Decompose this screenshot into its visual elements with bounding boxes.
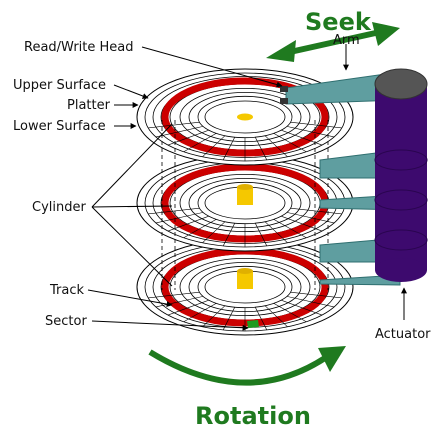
spindle-top — [237, 113, 253, 121]
seek-arrow — [266, 22, 400, 62]
leader-lines — [87, 44, 407, 331]
actuator-body — [374, 68, 428, 282]
spindle — [237, 187, 253, 205]
sector-label: Sector — [45, 314, 87, 329]
rotation-label: Rotation — [195, 402, 311, 430]
track-label: Track — [49, 283, 84, 298]
lower-surface-label: Lower Surface — [13, 119, 106, 134]
seek-label: Seek — [305, 8, 372, 36]
highlighted-sector — [247, 320, 259, 328]
read-write-head — [280, 86, 288, 104]
read-write-head-label: Read/Write Head — [24, 40, 134, 55]
upper-surface-label: Upper Surface — [13, 78, 106, 93]
spindle — [237, 271, 253, 289]
actuator-label: Actuator — [375, 327, 431, 342]
cylinder-label: Cylinder — [32, 200, 86, 215]
arm-label: Arm — [333, 33, 360, 48]
platter-label: Platter — [67, 98, 111, 113]
rotation-arrow — [148, 346, 346, 386]
